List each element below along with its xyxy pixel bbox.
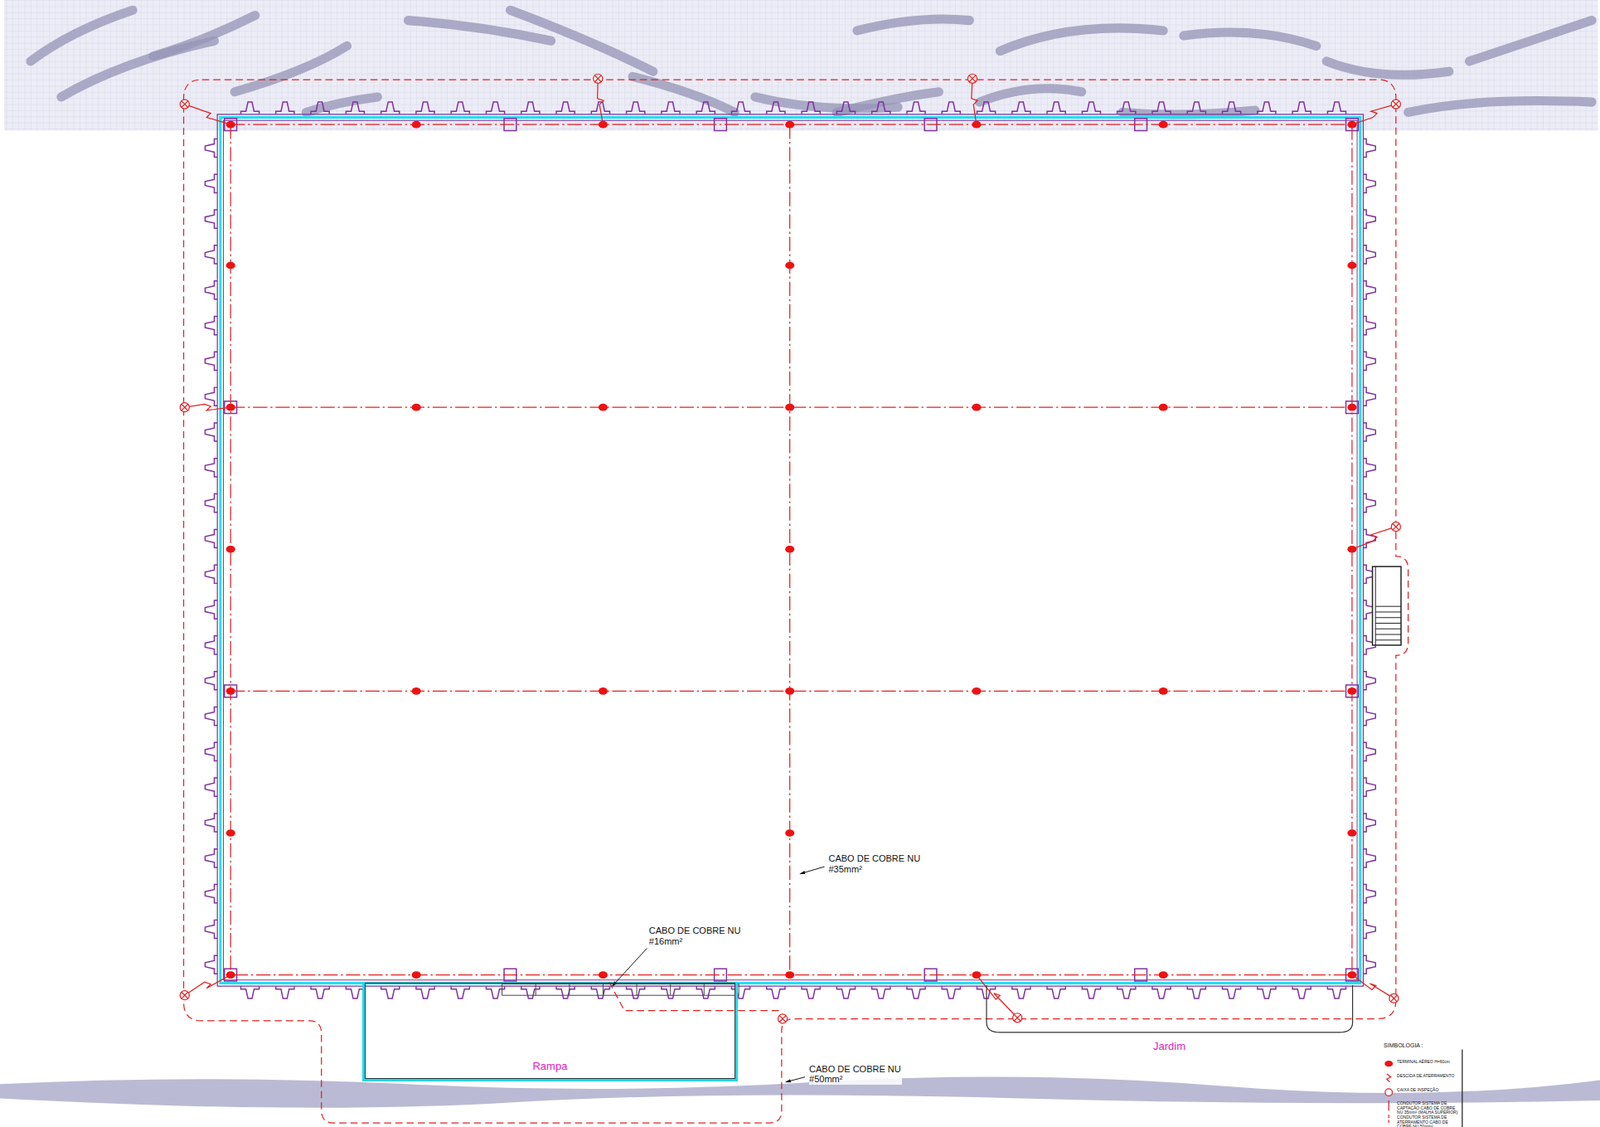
ramp-area: Rampa [362,982,738,1081]
air-termination-mesh [226,121,1358,979]
legend-entry: TERMINAL AÉREO H=60cm [1396,1059,1460,1065]
leader-lines [612,866,825,1082]
grounding-ring [179,73,1408,1123]
area-name: Jardim [1153,1039,1186,1053]
area-name: Rampa [532,1059,568,1072]
cable-note: CABO DE COBRE NU #35mm² [828,853,922,874]
cable-note: CABO DE COBRE NU #16mm² [649,925,742,946]
legend-entry: CAIXA DE INSPEÇÃO [1396,1087,1460,1093]
stair [1372,566,1402,645]
legend-entry: CONDUTOR SISTEMA DE CAPTAÇÃO CABO DE COB… [1396,1100,1460,1116]
legend-entry: CONDUTOR SISTEMA DE ATERRAMENTO CABO DE … [1396,1115,1460,1127]
garden-area: Jardim [984,984,1355,1053]
ramp-detail [502,984,740,996]
pilasters [204,101,1376,999]
legend-entry: DESCIDA DE ATERRAMENTO [1396,1073,1460,1079]
cable-note: CABO DE COBRE NU #50mm² [809,1063,902,1085]
top-ground [4,0,1599,131]
legend-title: SIMBOLOGIA : [1383,1042,1450,1049]
street-band [0,1076,1600,1108]
building-walls [217,114,1363,986]
